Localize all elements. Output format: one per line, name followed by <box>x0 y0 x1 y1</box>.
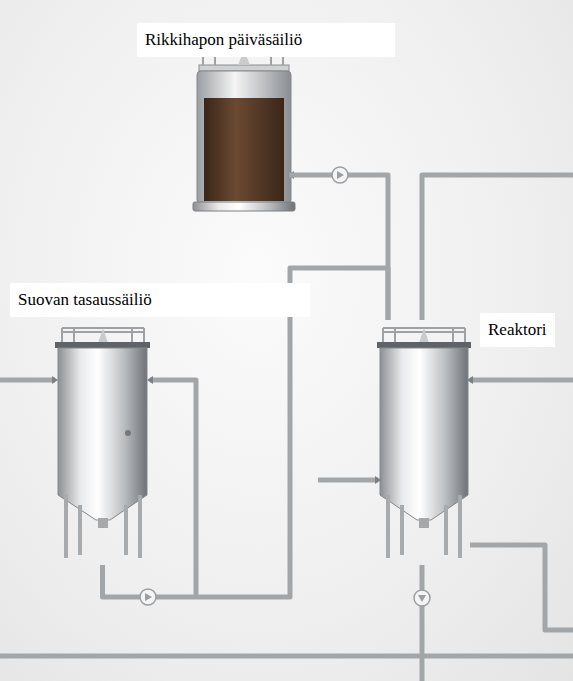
vessel: Suovan tasaussäiliö <box>55 320 150 565</box>
vessel-label: Suovan tasaussäiliö <box>10 283 310 317</box>
vessel-label: Rikkihapon päiväsäiliö <box>137 23 395 57</box>
vessel: Rikkihapon päiväsäiliö <box>195 62 293 212</box>
pipe-connector <box>103 268 389 597</box>
vessel-label: Reaktori <box>480 313 555 347</box>
vessel: Reaktori <box>378 320 470 565</box>
